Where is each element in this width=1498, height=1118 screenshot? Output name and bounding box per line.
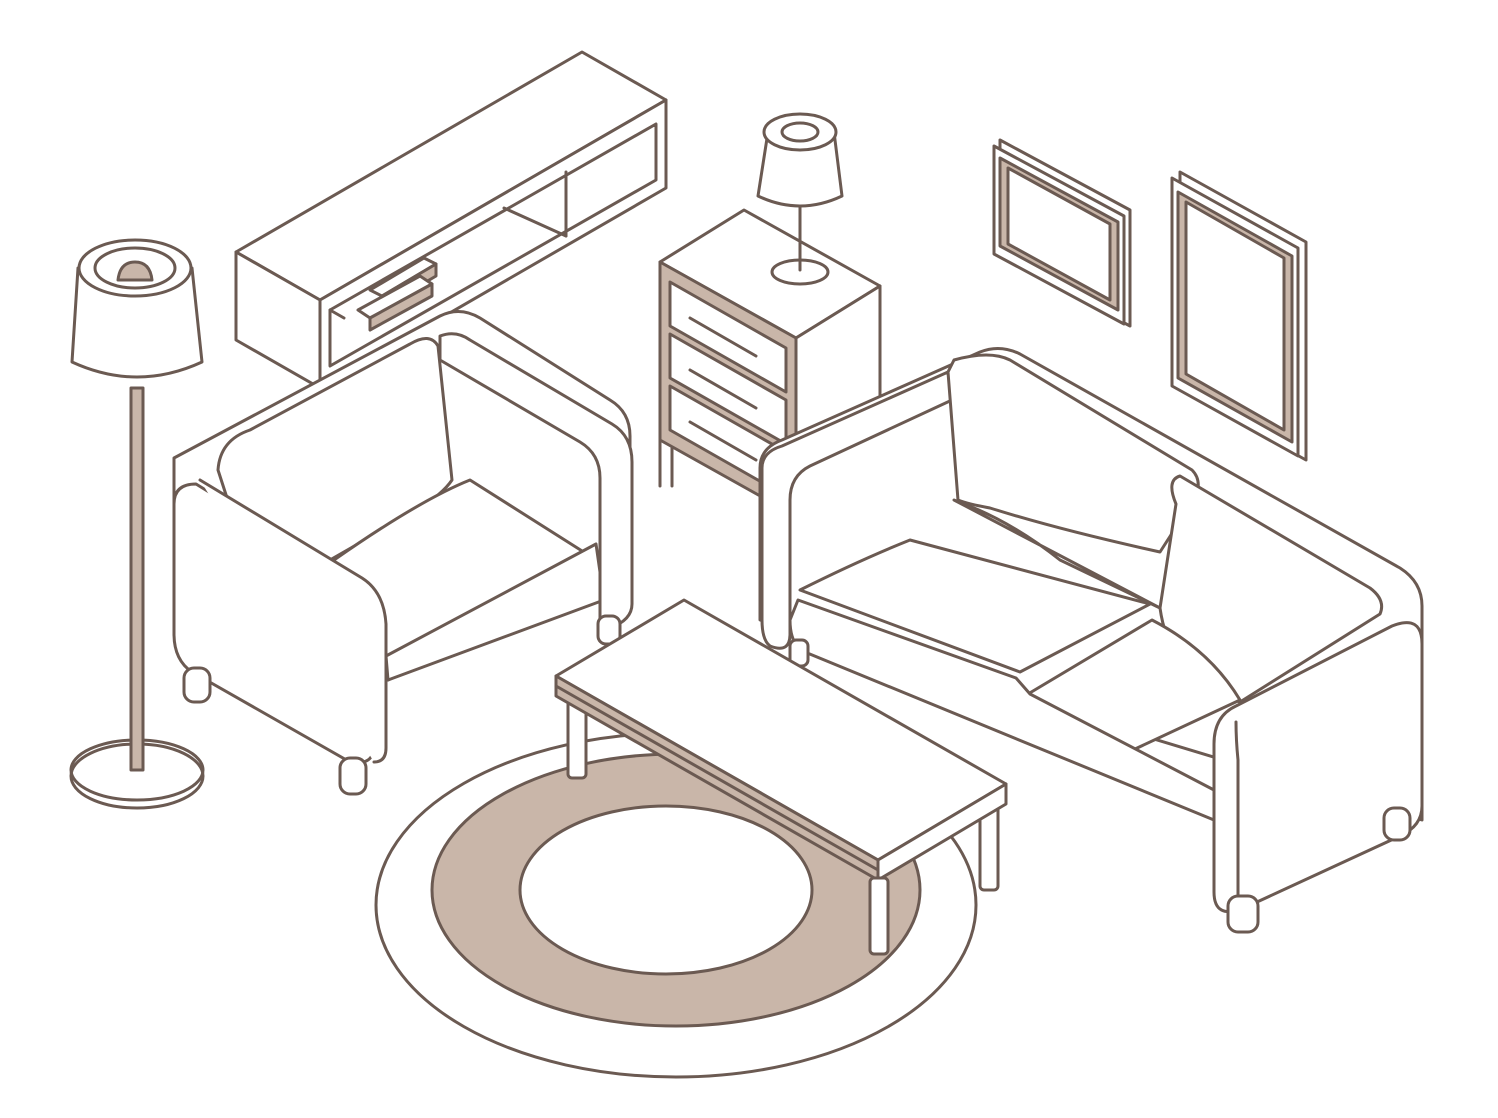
wall-shelf xyxy=(234,50,668,390)
coffee-table xyxy=(554,598,1008,956)
picture-frame-small xyxy=(992,138,1132,328)
table-lamp xyxy=(756,112,844,286)
sofa xyxy=(758,347,1424,934)
picture-frame-large xyxy=(1170,170,1308,462)
shelf-books xyxy=(356,256,438,332)
floor-lamp xyxy=(69,238,205,810)
armchair xyxy=(172,310,634,796)
nightstand xyxy=(658,208,882,518)
